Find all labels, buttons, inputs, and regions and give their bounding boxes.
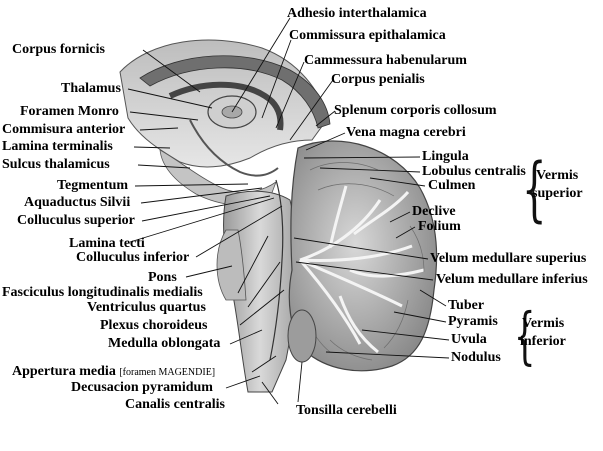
- arbor-vitae: [298, 185, 425, 354]
- label-cammessura-habenularum: Cammessura habenularum: [304, 53, 467, 68]
- label-vermis-inferior-2: inferior: [520, 334, 566, 349]
- label-nodulus: Nodulus: [451, 350, 501, 365]
- label-pons: Pons: [148, 270, 177, 285]
- label-ventriculus-quartus: Ventriculus quartus: [87, 300, 206, 315]
- label-tonsilla-cerebelli: Tonsilla cerebelli: [296, 403, 397, 418]
- label-sulcus-thalamicus: Sulcus thalamicus: [2, 157, 110, 172]
- label-colluculus-superior: Colluculus superior: [17, 213, 135, 228]
- label-tuber: Tuber: [448, 298, 485, 313]
- label-medulla-oblongata: Medulla oblongata: [108, 336, 221, 351]
- label-colluculus-inferior: Colluculus inferior: [76, 250, 190, 265]
- appertura-media-text: Appertura media: [12, 364, 116, 379]
- label-lamina-tecti: Lamina tecti: [69, 236, 145, 251]
- label-aquaductus-silvii: Aquaductus Silvii: [24, 195, 131, 210]
- folia-lines: [305, 162, 425, 361]
- label-velum-medullare-inferius: Velum medullare inferius: [436, 272, 588, 287]
- pointer-lines: [127, 17, 450, 405]
- label-lamina-terminalis: Lamina terminalis: [2, 139, 113, 154]
- label-canalis-centralis: Canalis centralis: [125, 397, 225, 412]
- appertura-media-note: [foramen MAGENDIE]: [119, 367, 216, 378]
- label-corpus-penialis: Corpus penialis: [331, 72, 425, 87]
- label-tegmentum: Tegmentum: [57, 178, 129, 193]
- label-velum-medullare-superius: Velum medullare superius: [430, 251, 587, 266]
- label-decusacion-pyramidum: Decusacion pyramidum: [71, 380, 213, 395]
- corpus-callosum: [139, 55, 331, 129]
- label-splenum-corporis-collosum: Splenum corporis collosum: [334, 103, 497, 118]
- label-corpus-fornicis: Corpus fornicis: [12, 42, 105, 57]
- label-uvula: Uvula: [451, 332, 487, 347]
- label-folium: Folium: [418, 219, 461, 234]
- label-fasciculus-longitudinalis-medialis: Fasciculus longitudinalis medialis: [2, 285, 203, 300]
- label-foramen-monro: Foramen Monro: [20, 104, 119, 119]
- pons-shape: [216, 229, 247, 301]
- label-vena-magna-cerebri: Vena magna cerebri: [346, 125, 466, 140]
- label-lingula: Lingula: [422, 149, 469, 164]
- vermis-inferior-brace: {: [513, 299, 536, 372]
- label-pyramis: Pyramis: [448, 314, 498, 329]
- label-appertura-media: Appertura media [foramen MAGENDIE]: [12, 364, 215, 381]
- label-vermis-superior-1: Vermis: [536, 168, 579, 183]
- label-culmen: Culmen: [428, 178, 476, 193]
- label-vermis-inferior-1: Vermis: [522, 316, 565, 331]
- tonsil-shape: [287, 309, 317, 363]
- vermis-superior-brace: {: [522, 148, 547, 230]
- label-adhesio-interthalamica: Adhesio interthalamica: [287, 6, 427, 21]
- third-ventricle: [189, 119, 279, 177]
- label-lobulus-centralis: Lobulus centralis: [422, 164, 526, 179]
- aqueduct-line: [269, 179, 284, 361]
- label-declive: Declive: [412, 204, 456, 219]
- label-commissura-epithalamica: Commissura epithalamica: [289, 28, 446, 43]
- label-vermis-superior-2: superior: [532, 186, 583, 201]
- label-commisura-anterior: Commisura anterior: [2, 122, 126, 137]
- label-plexus-choroideus: Plexus choroideus: [100, 318, 208, 333]
- label-thalamus: Thalamus: [61, 81, 121, 96]
